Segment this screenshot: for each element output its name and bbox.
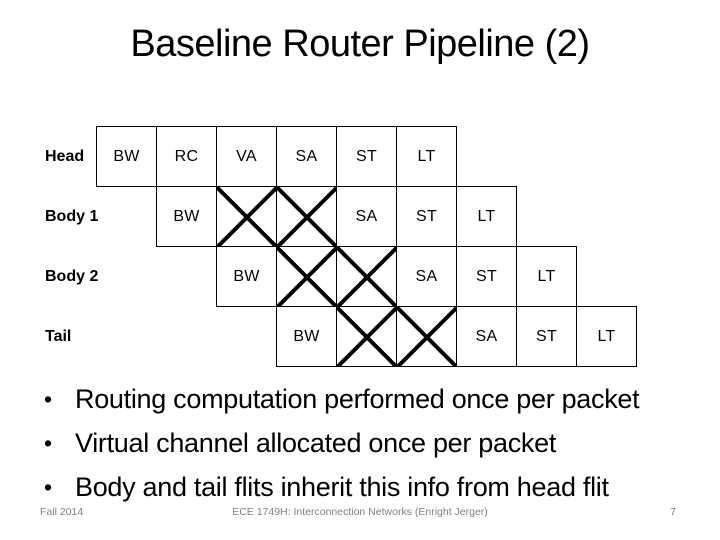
- pipeline-cell-crossed: [336, 246, 397, 307]
- bullet-icon: •: [44, 386, 52, 412]
- bullet-icon: •: [44, 474, 52, 500]
- pipeline-cell: SA: [336, 186, 397, 247]
- pipeline-cell-crossed: [276, 186, 337, 247]
- pipeline-stage-label: LT: [417, 147, 436, 165]
- pipeline-stage-label: SA: [415, 267, 438, 285]
- pipeline-stage-label: ST: [415, 207, 438, 225]
- pipeline-stage-label: RC: [174, 147, 199, 165]
- bullet-text: Routing computation performed once per p…: [75, 384, 640, 414]
- slide-title: Baseline Router Pipeline (2): [130, 23, 590, 65]
- pipeline-cell: ST: [516, 306, 577, 367]
- pipeline-cell: BW: [216, 246, 277, 307]
- pipeline-cell: ST: [456, 246, 517, 307]
- footer-course-title: ECE 1749H: Interconnection Networks (Enr…: [232, 506, 488, 518]
- pipeline-cell-crossed: [216, 186, 277, 247]
- pipeline-row-label: Body 1: [45, 207, 99, 225]
- pipeline-cell-crossed: [336, 306, 397, 367]
- pipeline-row-label: Head: [45, 147, 85, 165]
- pipeline-row-label: Body 2: [45, 267, 99, 285]
- pipeline-cell-crossed: [276, 246, 337, 307]
- footer-page-number: 7: [670, 506, 676, 518]
- pipeline-cell: ST: [336, 126, 397, 187]
- bullet-item: • Virtual channel allocated once per pack…: [40, 421, 639, 465]
- pipeline-cell: SA: [396, 246, 457, 307]
- pipeline-stage-label: BW: [293, 327, 320, 345]
- pipeline-cell: SA: [276, 126, 337, 187]
- pipeline-stage-label: SA: [355, 207, 378, 225]
- pipeline-stage-label: VA: [236, 147, 257, 165]
- pipeline-stage-label: ST: [355, 147, 378, 165]
- pipeline-stage-label: SA: [475, 327, 498, 345]
- pipeline-cell-crossed: [396, 306, 457, 367]
- bullet-text: Body and tail flits inherit this info fr…: [75, 472, 609, 502]
- pipeline-cell: BW: [96, 126, 157, 187]
- pipeline-stage-label: LT: [537, 267, 556, 285]
- pipeline-stage-label: BW: [113, 147, 140, 165]
- pipeline-cell: BW: [276, 306, 337, 367]
- footer-date: Fall 2014: [40, 506, 84, 518]
- pipeline-cell: LT: [576, 306, 637, 367]
- bullet-list: • Routing computation performed once per …: [40, 377, 640, 509]
- pipeline-cell: LT: [396, 126, 457, 187]
- pipeline-cell: BW: [156, 186, 217, 247]
- pipeline-stage-label: ST: [475, 267, 498, 285]
- bullet-text: Virtual channel allocated once per packe…: [75, 428, 557, 458]
- footer: ECE 1749H: Interconnection Networks (Enr…: [0, 506, 720, 522]
- pipeline-stage-label: LT: [597, 327, 616, 345]
- bullet-item: • Routing computation performed once per …: [40, 377, 640, 421]
- pipeline-cell: RC: [156, 126, 217, 187]
- pipeline-cell: LT: [516, 246, 577, 307]
- pipeline-stage-label: ST: [535, 327, 558, 345]
- bullet-item: • Body and tail flits inherit this info f…: [40, 465, 639, 509]
- pipeline-stage-label: BW: [173, 207, 200, 225]
- pipeline-stage-label: SA: [295, 147, 318, 165]
- pipeline-cell: ST: [396, 186, 457, 247]
- pipeline-cell: LT: [456, 186, 517, 247]
- pipeline-stage-label: BW: [233, 267, 260, 285]
- pipeline-row-label: Tail: [45, 327, 72, 345]
- bullet-icon: •: [44, 430, 52, 456]
- pipeline-cell: VA: [216, 126, 277, 187]
- pipeline-stage-label: LT: [477, 207, 496, 225]
- pipeline-cell: SA: [456, 306, 517, 367]
